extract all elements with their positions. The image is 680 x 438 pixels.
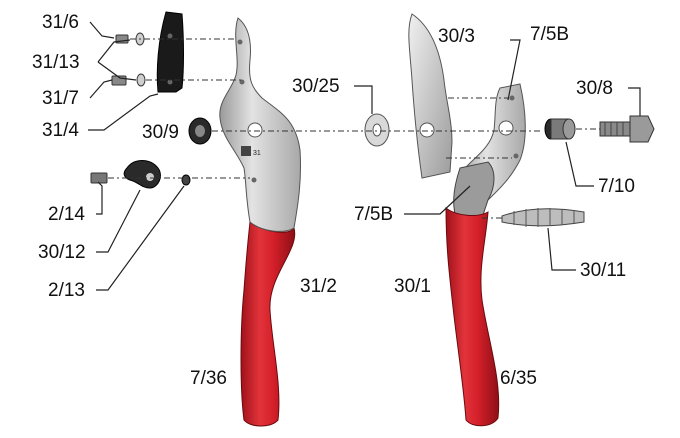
- washer-30-25: [364, 113, 390, 147]
- label-7-5b-mid: 7/5B: [354, 204, 393, 225]
- label-2-14: 2/14: [48, 204, 85, 225]
- bushing-7-10: [544, 118, 576, 140]
- left-body-hole-mid: [239, 79, 245, 85]
- right-lower-head: [453, 161, 495, 223]
- right-body-hole-a: [509, 95, 515, 101]
- anvil-part: [156, 11, 184, 93]
- label-30-9: 30/9: [142, 122, 179, 143]
- blade-hole: [419, 122, 435, 138]
- leader-lines: [88, 21, 641, 291]
- blade-part: [408, 13, 453, 179]
- catch-hole: [146, 173, 154, 181]
- label-7-10: 7/10: [598, 176, 635, 197]
- nut-30-9: [188, 117, 212, 145]
- right-pruner: [408, 13, 526, 427]
- label-30-25: 30/25: [292, 76, 340, 97]
- label-7-36: 7/36: [190, 368, 227, 389]
- spring-30-11: [501, 208, 585, 227]
- label-31-13: 31/13: [32, 52, 80, 73]
- label-30-12: 30/12: [38, 242, 86, 263]
- label-31-2: 31/2: [300, 276, 337, 297]
- brand-logo: 31: [241, 146, 261, 157]
- washer-2-13: [181, 174, 191, 186]
- brand-mark-text: 31: [253, 150, 261, 157]
- alignment-lines: [108, 38, 600, 219]
- left-body-hole-top: [237, 39, 243, 45]
- left-pruner: 31: [219, 17, 302, 427]
- label-31-6: 31/6: [42, 12, 79, 33]
- label-30-3: 30/3: [438, 26, 475, 47]
- left-red-grip: [240, 221, 296, 427]
- screw-2-14: [90, 172, 108, 184]
- right-body-hole-b: [513, 153, 519, 159]
- part-labels: 31/6 31/13 31/7 31/4 30/9 2/14 30/12 2/1…: [32, 12, 635, 389]
- label-7-5b-top: 7/5B: [530, 24, 569, 45]
- label-30-8: 30/8: [576, 78, 613, 99]
- anvil-hole-bottom: [167, 79, 173, 85]
- label-31-7: 31/7: [42, 88, 79, 109]
- label-30-1: 30/1: [394, 276, 431, 297]
- left-pivot-hole: [247, 122, 263, 138]
- label-6-35: 6/35: [500, 368, 537, 389]
- right-red-grip: [445, 206, 500, 427]
- washer-31-13-lower: [136, 73, 146, 87]
- label-31-4: 31/4: [42, 120, 79, 141]
- label-30-11: 30/11: [580, 260, 626, 281]
- label-2-13: 2/13: [48, 280, 85, 301]
- right-pivot-hole: [498, 120, 514, 136]
- bolt-30-8: [599, 115, 655, 143]
- anvil-hole-top: [167, 33, 173, 39]
- catch-30-12: [123, 160, 161, 189]
- left-body-hole-low: [251, 177, 257, 183]
